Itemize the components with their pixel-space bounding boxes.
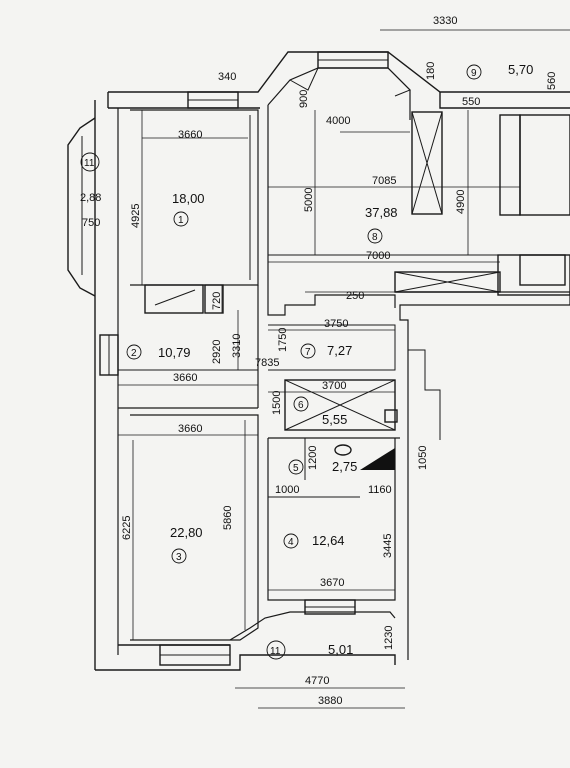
dim-4770: 4770: [305, 675, 329, 687]
dim-3330: 3330: [433, 15, 457, 27]
room-4-number: 4: [288, 537, 294, 548]
dim-3880: 3880: [318, 695, 342, 707]
room-4-area: 12,64: [312, 533, 345, 548]
dimension-lines: [118, 29, 570, 709]
room-8-number: 8: [372, 232, 378, 243]
room-8-area: 37,88: [365, 205, 398, 220]
dim-5000: 5000: [303, 188, 315, 212]
dim-7835: 7835: [255, 357, 279, 369]
dim-3660-a: 3660: [178, 129, 202, 141]
dim-3670: 3670: [320, 577, 344, 589]
dim-3660-c: 3660: [178, 423, 202, 435]
dim-340: 340: [218, 71, 236, 83]
dim-3310: 3310: [231, 334, 243, 358]
room-11-bottom-area: 5,01: [328, 642, 353, 657]
room-3-number: 3: [176, 552, 182, 563]
dim-4925: 4925: [130, 204, 142, 228]
room-2-number: 2: [131, 348, 137, 359]
dim-1200: 1200: [307, 446, 319, 470]
dim-3700: 3700: [322, 380, 346, 392]
dim-1160: 1160: [368, 484, 392, 496]
dim-750: 750: [82, 217, 100, 229]
dim-7085: 7085: [372, 175, 396, 187]
walls: [67, 51, 570, 671]
dim-560: 560: [546, 72, 558, 90]
dim-2920: 2920: [211, 340, 223, 364]
room-9-number: 9: [471, 68, 477, 79]
dimension-labels: 3330 180 550 560 340 900 4000 3660 7085 …: [82, 15, 558, 707]
dim-1050: 1050: [417, 446, 429, 470]
dim-1750: 1750: [277, 328, 289, 352]
room-6-number: 6: [298, 400, 304, 411]
room-9-area: 5,70: [508, 62, 533, 77]
room-11-left-area: 2,88: [80, 192, 101, 204]
room-7-area: 7,27: [327, 343, 352, 358]
room-11-left-number: 11: [84, 158, 95, 169]
dim-3660-b: 3660: [173, 372, 197, 384]
room-5-number: 5: [293, 463, 299, 474]
room-7-number: 7: [305, 347, 311, 358]
room-3-area: 22,80: [170, 525, 203, 540]
dim-4000: 4000: [326, 115, 350, 127]
room-5-area: 2,75: [332, 459, 357, 474]
dim-720: 720: [211, 292, 223, 310]
room-6-area: 5,55: [322, 412, 347, 427]
dim-6225: 6225: [121, 516, 133, 540]
dim-1230: 1230: [383, 626, 395, 650]
dim-550: 550: [462, 96, 480, 108]
room-2-area: 10,79: [158, 345, 191, 360]
dim-3445: 3445: [382, 534, 394, 558]
room-labels: 18,00 1 2 10,79 22,80 3 4 12,64 5 2,75 6…: [80, 62, 533, 660]
room-1-number: 1: [178, 215, 184, 226]
dim-1500: 1500: [271, 391, 283, 415]
dim-250: 250: [346, 290, 364, 302]
room-1-area: 18,00: [172, 191, 205, 206]
dim-1000: 1000: [275, 484, 299, 496]
dim-3750: 3750: [324, 318, 348, 330]
dim-4900: 4900: [455, 190, 467, 214]
dim-180: 180: [425, 62, 437, 80]
dim-7000: 7000: [366, 250, 390, 262]
room-11-bottom-number: 11: [270, 646, 281, 657]
dim-5860: 5860: [222, 506, 234, 530]
dim-900: 900: [298, 90, 310, 108]
